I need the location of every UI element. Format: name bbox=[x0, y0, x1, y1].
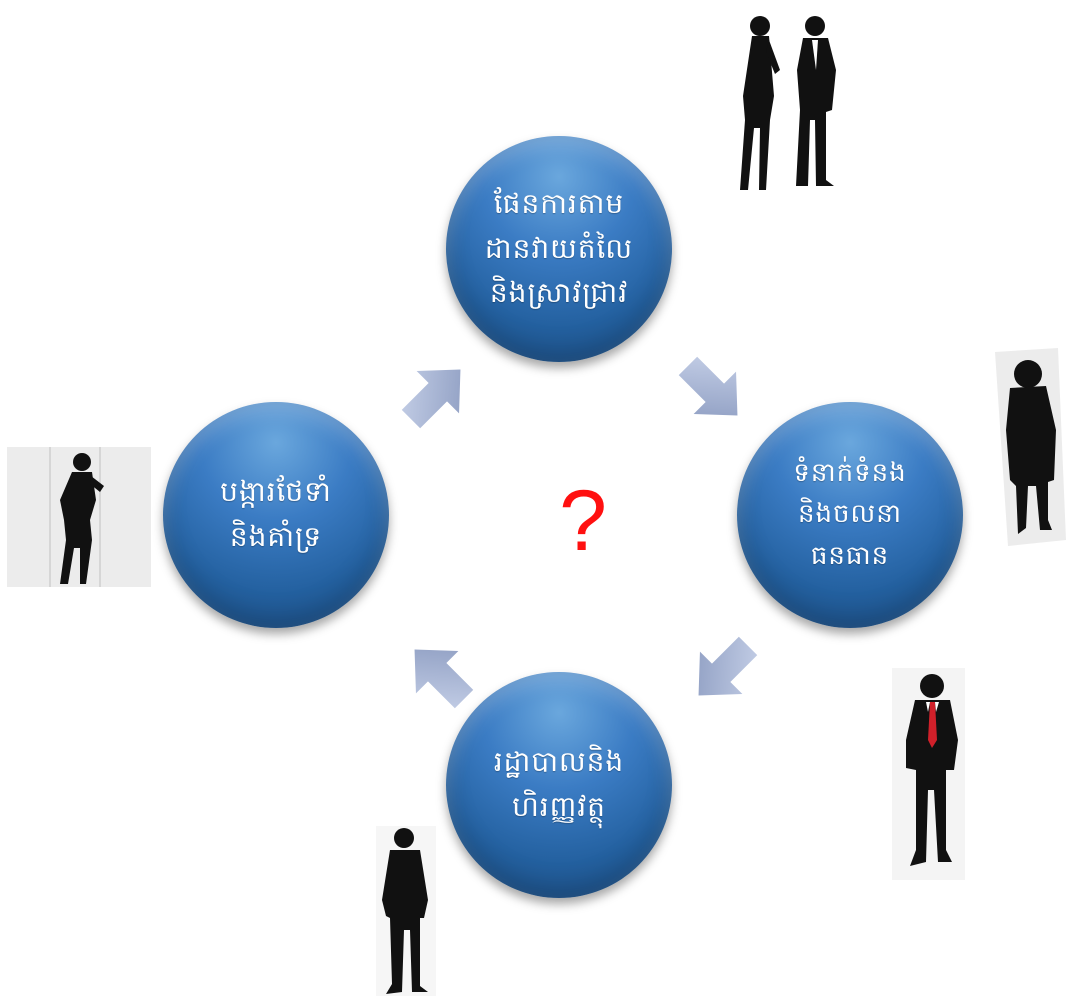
node-planning-research: ផែនការតាម ដានវាយតំលៃ និងស្រាវជ្រាវ bbox=[446, 136, 672, 362]
center-question-mark: ? bbox=[559, 473, 607, 569]
node-prevention-support: បង្ការថែទាំ និងគាំទ្រ bbox=[163, 402, 389, 628]
arrow-right-to-bottom bbox=[698, 636, 758, 696]
standing-man-silhouette bbox=[376, 826, 436, 996]
node-label: ទំនាក់ទំនង និងចលនា ធនធាន bbox=[793, 457, 907, 571]
heavy-man-silhouette bbox=[995, 348, 1066, 546]
node-communication-resources: ទំនាក់ទំនង និងចលនា ធនធាន bbox=[737, 402, 963, 628]
node-label: រដ្ឋាបាលនិង ហិរញ្ញវត្ថុ bbox=[493, 745, 625, 823]
node-administration-finance: រដ្ឋាបាលនិង ហិរញ្ញវត្ថុ bbox=[446, 672, 672, 898]
node-label: បង្ការថែទាំ និងគាំទ្រ bbox=[220, 475, 332, 553]
arrow-left-to-top bbox=[401, 369, 461, 429]
node-label: ផែនការតាម ដានវាយតំលៃ និងស្រាវជ្រាវ bbox=[484, 186, 634, 310]
two-people-silhouette bbox=[733, 10, 847, 203]
arrow-bottom-to-left bbox=[414, 649, 474, 709]
woman-on-phone-silhouette bbox=[7, 447, 151, 587]
man-red-tie-silhouette bbox=[892, 668, 965, 880]
arrow-top-to-right bbox=[678, 356, 738, 416]
